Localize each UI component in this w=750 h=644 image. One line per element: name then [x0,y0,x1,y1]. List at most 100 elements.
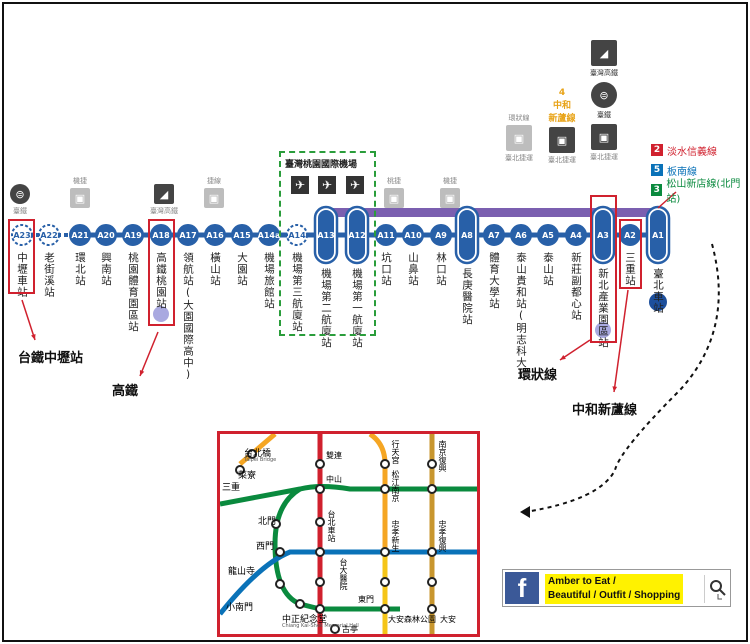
future-mrt-icon-3: 桃捷 ▣ [384,176,404,208]
label-dongmen: 東門 [358,595,374,604]
future-mrt-icon-2: 捷線 ▣ [204,176,224,208]
station-code: A9 [435,231,447,240]
station-node[interactable] [150,224,172,246]
arrowhead [31,334,36,340]
station-code: A16 [206,231,224,240]
express-line-band [326,208,658,217]
legend-line-name: 淡水信義線 [667,146,717,158]
airplane-icon: ✈ [318,176,336,194]
station-name: 體育大學站 [488,252,500,310]
station-node[interactable] [375,224,397,246]
station-node[interactable] [69,224,91,246]
station-name: 山鼻站 [407,252,419,287]
station-name: 新莊副都心站 [570,252,582,321]
label-taipei-main: 台北車站 [327,510,336,542]
legend-line-number: 5 [651,164,663,176]
station-name: 領航站(大園國際高中) [182,252,194,382]
station-node[interactable] [402,224,424,246]
station-name: 橫山站 [209,252,221,287]
label-ntu-hospital: 台大醫院 [339,558,348,590]
facebook-banner[interactable]: f Amber to Eat / Beautiful / Outfit / Sh… [502,569,731,607]
train-icon: ▣ [549,127,575,153]
callout-tra-zhongli: 台鐵中壢站 [18,351,84,366]
highlight-a2 [619,219,642,289]
rail-icon: ⊜ [10,184,30,204]
metro-map-svg [220,434,477,634]
station-node[interactable] [38,224,60,246]
a1-legend-link [657,191,677,209]
airport-title: 臺灣桃園國際機場 [285,160,358,170]
station-code: A7 [488,231,500,240]
train-icon: ▣ [70,188,90,208]
station-code: A14 [288,231,306,240]
label-daan-park: 大安森林公園 [388,615,436,624]
fb-banner-text: Amber to Eat / Beautiful / Outfit / Shop… [545,574,684,604]
station-node[interactable] [95,224,117,246]
label-ximen: 西門 [256,542,275,552]
station-name: 中壢車站 [16,252,28,298]
arrowhead [612,386,618,392]
legend-line-number: 2 [651,144,663,156]
station-code: A10 [404,231,422,240]
station-name: 新北產業園區站 [597,268,609,349]
station-node[interactable] [204,224,226,246]
station-node[interactable] [11,224,33,246]
label-longshan: 龍山寺 [228,567,256,577]
highlight-a18 [148,219,175,326]
station-code: A11 [377,231,395,240]
station-code: A13 [317,231,334,240]
label-shuanglian: 雙連 [326,451,342,460]
taipei-metro-inset-map: 台北橋 Taipei Bridge 菜寮 三重 雙連 中山 行天宮 松江南京 南… [217,431,480,637]
arrowhead [560,354,566,360]
callout-circular: 環狀線 [518,368,558,383]
facebook-icon: f [505,572,539,604]
label-taipei-bridge-en: Taipei Bridge [244,457,277,463]
station-code: A2 [624,231,636,240]
station-node[interactable] [231,224,253,246]
station-name: 老街溪站 [43,252,55,298]
label-zhongxiao-fuxing: 忠孝復興 [438,520,447,552]
station-name: 坑口站 [380,252,392,287]
station-name: 泰山站 [542,252,554,287]
station-node[interactable] [510,224,532,246]
walk-transfer-icon [595,322,611,338]
callout-arrow [21,299,36,341]
label-daan: 大安 [440,615,456,624]
station-code: A17 [179,231,196,240]
station-name: 三重站 [624,252,636,287]
station-code: A23 [13,231,30,240]
station-node[interactable] [177,224,199,246]
legend-line-name: 板南線 [667,166,697,178]
station-node[interactable] [565,224,587,246]
airplane-icon: ✈ [346,176,364,194]
station-name: 林口站 [435,252,447,287]
station-code: A20 [97,231,115,240]
station-code: A15 [233,231,251,240]
taipei-main-transfer-icons: ◢ 臺灣高鐵 ⊜ 臺鐵 ▣ 臺北捷運 [590,40,618,162]
label-beimen: 北門 [258,517,277,527]
station-code: A18 [152,231,170,240]
label-taipei-bridge: 台北橋 [244,449,272,459]
station-node[interactable] [122,224,144,246]
station-node[interactable] [537,224,559,246]
legend-item: 2 淡水信義線 [651,143,717,158]
station-express-marker [650,210,666,260]
station-name: 機場第三航廈站 [291,252,303,333]
train-icon: ▣ [204,188,224,208]
station-node[interactable] [483,224,505,246]
station-express-marker [318,210,334,260]
station-name: 長庚醫院站 [461,268,473,326]
label-zhongxiao-xinsheng: 忠孝新生 [391,520,400,552]
station-code: A8 [461,231,473,240]
search-icon[interactable] [704,575,730,603]
dotted-pointer-path [524,243,720,513]
station-code: A19 [124,231,142,240]
train-icon: ▣ [440,188,460,208]
station-node[interactable] [430,224,452,246]
callout-hsr: 高鐵 [112,384,139,399]
station-node[interactable] [286,224,308,246]
station-code: A3 [597,231,609,240]
callout-zhonghe: 中和新蘆線 [572,403,638,418]
